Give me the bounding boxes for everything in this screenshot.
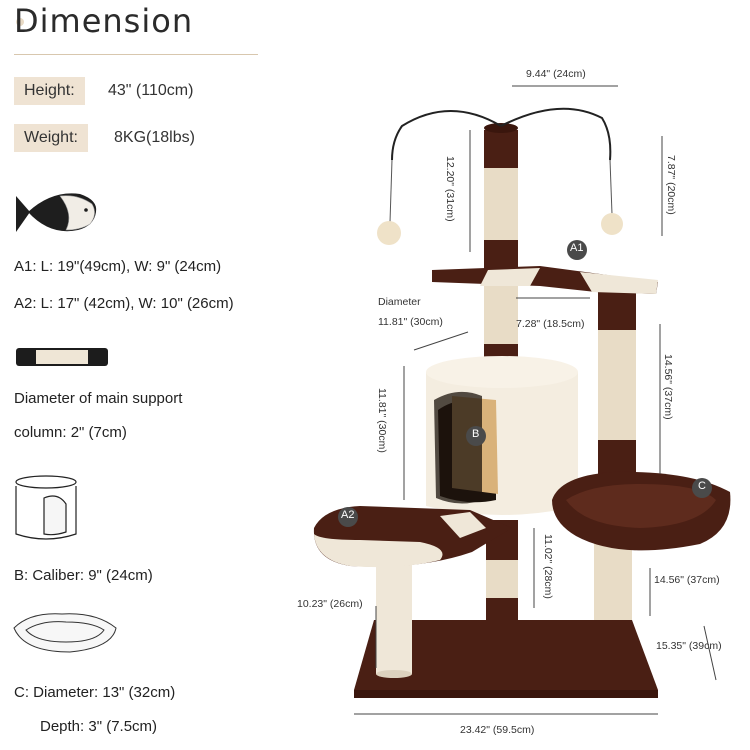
platform-a1 [432, 266, 658, 294]
marker-a1: A1 [570, 242, 584, 254]
dim-top-post-height: 12.20" (31cm) [444, 156, 456, 222]
height-label: Height: [14, 77, 85, 105]
dim-base-right: 15.35" (39cm) [656, 640, 722, 652]
condo-caliber-text: B: Caliber: 9" (24cm) [14, 567, 153, 584]
dim-diameter-label: Diameter [378, 296, 421, 308]
condo-b [426, 356, 578, 515]
weight-label: Weight: [14, 124, 88, 152]
support-text-line1: Diameter of main support [14, 390, 183, 407]
platform-fish-icon [16, 193, 97, 232]
left-post [376, 560, 412, 678]
dim-condo-height: 11.81" (30cm) [376, 388, 388, 453]
dim-toy-drop: 7.87" (20cm) [665, 155, 677, 215]
marker-c: C [698, 480, 706, 492]
a1-dimensions-text: A1: L: 19"(49cm), W: 9" (24cm) [14, 258, 222, 275]
dimension-lines [354, 85, 717, 715]
dim-right-post: 14.56" (37cm) [662, 354, 674, 420]
support-column-icon [16, 348, 108, 366]
weight-value: 8KG(18lbs) [114, 129, 195, 146]
top-post [484, 123, 518, 366]
support-text-line2: column: 2" (7cm) [14, 424, 127, 441]
dim-basket-height: 14.56" (37cm) [654, 574, 720, 586]
dim-base-width: 23.42" (59.5cm) [460, 724, 535, 736]
right-post [594, 290, 636, 668]
title-divider [14, 54, 258, 55]
dim-center-post: 11.02" (28cm) [542, 534, 554, 599]
basket-c [552, 471, 731, 551]
basket-outline-icon [13, 613, 117, 653]
page-title: Dimension [14, 2, 194, 40]
platform-a2 [313, 506, 512, 568]
dim-top-width: 9.44" (24cm) [526, 68, 586, 80]
tree-base [354, 620, 658, 698]
marker-a2: A2 [341, 509, 355, 521]
height-value: 43" (110cm) [108, 82, 194, 99]
dangling-toys [377, 107, 623, 245]
dim-a1-gap: 7.28" (18.5cm) [516, 318, 585, 330]
marker-b: B [472, 428, 480, 440]
dim-diameter-value: 11.81" (30cm) [378, 316, 443, 328]
part-markers [338, 240, 712, 527]
a2-dimensions-text: A2: L: 17" (42cm), W: 10" (26cm) [14, 295, 234, 312]
title-decoration-dot [16, 18, 24, 26]
dim-left-post: 10.23" (26cm) [297, 598, 363, 610]
basket-depth-text: Depth: 3" (7.5cm) [40, 718, 158, 735]
basket-diameter-text: C: Diameter: 13" (32cm) [14, 684, 176, 701]
condo-outline-icon [15, 475, 77, 540]
